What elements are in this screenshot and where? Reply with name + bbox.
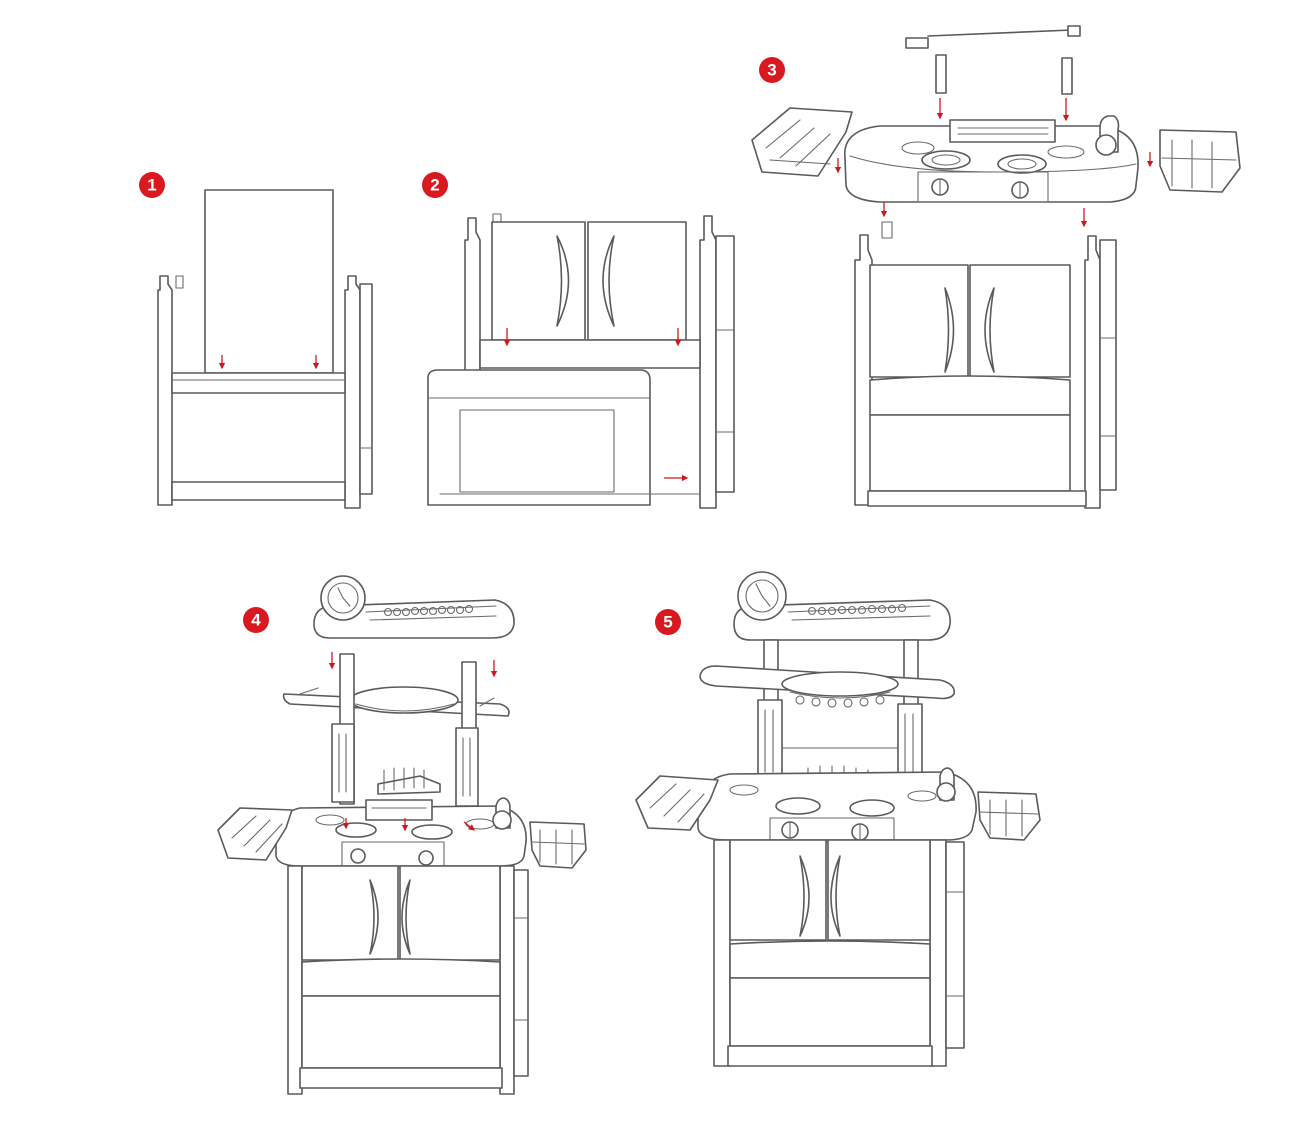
step-3-left-basket (751, 107, 853, 177)
step-4-base (287, 865, 529, 1095)
step-4-countertop (275, 797, 527, 869)
step-2: 2 (422, 172, 735, 509)
step-2-arrows (503, 328, 689, 482)
step-5-base (713, 839, 965, 1067)
step-3-right-basket (1159, 129, 1241, 193)
step-4-right-basket (529, 821, 587, 869)
step-5-number: 5 (663, 613, 672, 632)
step-5-badge: 5 (655, 609, 681, 635)
step-5-top-shelf (733, 571, 951, 641)
step-5-countertop (697, 767, 977, 843)
step-4-top-shelf (313, 575, 515, 639)
step-1-frame (157, 189, 373, 509)
step-3-base (854, 221, 1117, 509)
step-5-left-basket (635, 775, 719, 831)
step-1-number: 1 (147, 176, 156, 195)
step-3: 3 (751, 25, 1241, 509)
step-4-posts (331, 653, 479, 813)
step-5-right-basket (977, 791, 1041, 841)
step-1-arrows (218, 355, 320, 370)
step-4-dish-rack (377, 767, 441, 795)
step-5: 5 (635, 571, 1041, 1067)
step-3-arrows (834, 98, 1154, 228)
step-4-left-basket (217, 807, 293, 861)
step-5-hook-row (795, 695, 885, 708)
step-2-number: 2 (430, 176, 439, 195)
step-4-badge: 4 (243, 607, 269, 633)
step-4-arrows (328, 652, 498, 832)
step-5-posts (757, 639, 923, 787)
step-1-badge: 1 (139, 172, 165, 198)
step-4-knob-row (383, 604, 474, 617)
step-4: 4 (217, 575, 587, 1095)
step-3-countertop (844, 115, 1139, 203)
step-3-rod-parts (905, 25, 1081, 95)
step-5-middle-rack (699, 665, 956, 708)
step-2-badge: 2 (422, 172, 448, 198)
step-3-badge: 3 (759, 57, 785, 83)
step-5-knob-row (807, 603, 907, 616)
step-3-number: 3 (767, 61, 776, 80)
step-4-number: 4 (251, 611, 261, 630)
step-1: 1 (139, 172, 373, 509)
step-2-frame (427, 213, 735, 509)
